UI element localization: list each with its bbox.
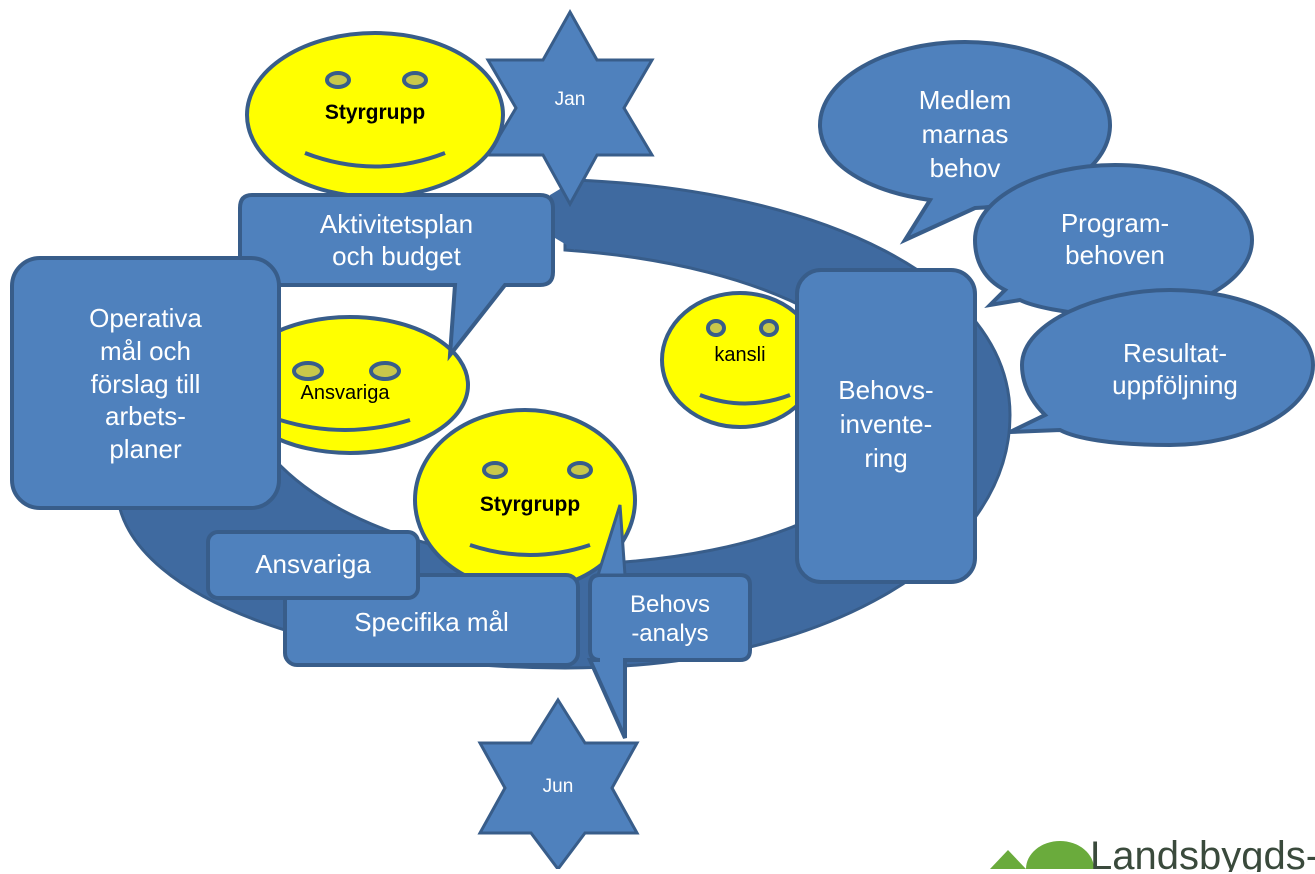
styrgrupp-top-smiley bbox=[245, 31, 505, 199]
kansli-smiley bbox=[660, 291, 820, 429]
logo-mark bbox=[990, 841, 1094, 874]
jun-star bbox=[477, 697, 640, 872]
ansvariga-box bbox=[206, 530, 420, 600]
behovsanalys-box bbox=[586, 504, 752, 739]
operativa-box bbox=[10, 256, 281, 510]
jan-star bbox=[485, 8, 655, 208]
behovsinventering-box bbox=[795, 268, 977, 584]
resultat-bubble bbox=[1009, 287, 1315, 448]
aktivitetsplan-box bbox=[238, 193, 555, 362]
